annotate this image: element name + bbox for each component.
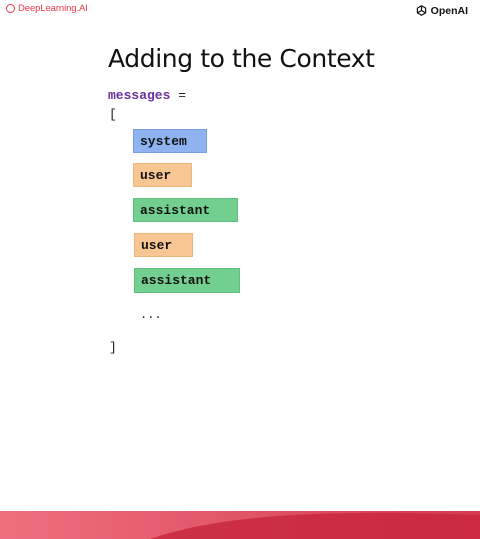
openai-wordmark: OpenAI — [430, 4, 468, 17]
openai-logo: OpenAI — [415, 4, 468, 17]
role-chip-assistant: assistant — [133, 198, 238, 222]
code-operator: = — [178, 88, 187, 103]
slide-title: Adding to the Context — [108, 44, 375, 73]
role-chip-user: user — [134, 233, 193, 257]
deeplearning-ai-wordmark: DeepLearning.AI — [18, 3, 88, 14]
deeplearning-ai-logo: DeepLearning.AI — [6, 3, 88, 14]
role-chip-assistant: assistant — [134, 268, 240, 293]
code-open-bracket: [ — [109, 107, 117, 122]
code-close-bracket: ] — [109, 340, 117, 355]
footer-wave — [0, 511, 480, 539]
deeplearning-ai-icon — [6, 4, 15, 13]
role-chip-system: system — [133, 129, 207, 153]
code-declaration: messages = — [108, 88, 186, 103]
openai-icon — [416, 5, 426, 16]
role-chip-user: user — [133, 163, 192, 187]
code-ellipsis: ... — [140, 308, 162, 322]
code-variable: messages — [108, 88, 171, 103]
